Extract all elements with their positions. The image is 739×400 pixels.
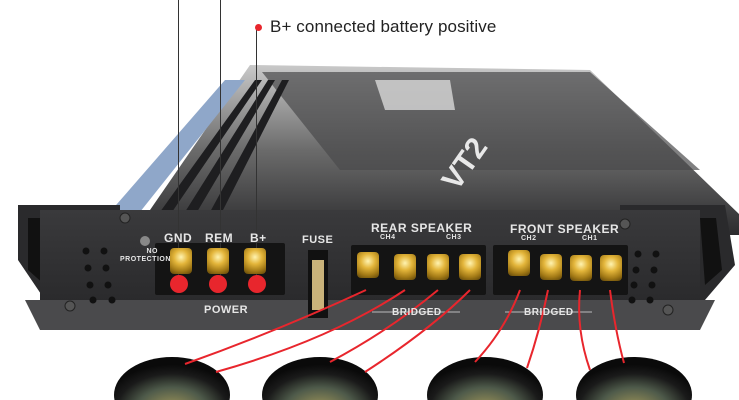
rem-label: REM bbox=[205, 231, 234, 245]
rem-terminal bbox=[207, 248, 229, 274]
bplus-label: B+ bbox=[250, 231, 267, 245]
callout-marker-icon bbox=[255, 23, 262, 31]
ch1-plus-terminal bbox=[600, 255, 622, 281]
ch3-plus-terminal bbox=[459, 254, 481, 280]
callout-line-gnd bbox=[178, 0, 179, 285]
gnd-marker-icon bbox=[170, 275, 188, 293]
ch4-plus-terminal bbox=[394, 254, 416, 280]
front-bridged-label: BRIDGED bbox=[524, 307, 574, 318]
annotation-text: B+ connected battery positive bbox=[270, 17, 497, 36]
annotation-callout: B+ connected battery positive bbox=[255, 17, 496, 37]
no-protection-label: NO PROTECTION bbox=[120, 248, 171, 263]
power-label: POWER bbox=[204, 304, 249, 316]
ch3-minus-terminal bbox=[427, 254, 449, 280]
bplus-terminal bbox=[244, 248, 266, 274]
gnd-label: GND bbox=[164, 231, 193, 245]
bplus-marker-icon bbox=[248, 275, 266, 293]
ch2-minus-terminal bbox=[508, 250, 530, 276]
fuse-label: FUSE bbox=[302, 234, 334, 246]
rear-speaker-label: REAR SPEAKER bbox=[371, 221, 473, 235]
callout-line-bplus bbox=[256, 28, 257, 285]
ch3-label: CH3 bbox=[446, 234, 462, 241]
rear-bridged-label: BRIDGED bbox=[392, 307, 442, 318]
rem-marker-icon bbox=[209, 275, 227, 293]
callout-line-rem bbox=[220, 0, 221, 285]
ch2-plus-terminal bbox=[540, 254, 562, 280]
ch1-label: CH1 bbox=[582, 235, 598, 242]
ch2-label: CH2 bbox=[521, 235, 537, 242]
ch1-minus-terminal bbox=[570, 255, 592, 281]
gnd-terminal bbox=[170, 248, 192, 274]
front-speaker-label: FRONT SPEAKER bbox=[510, 222, 620, 236]
ch4-minus-terminal bbox=[357, 252, 379, 278]
ch4-label: CH4 bbox=[380, 234, 396, 241]
